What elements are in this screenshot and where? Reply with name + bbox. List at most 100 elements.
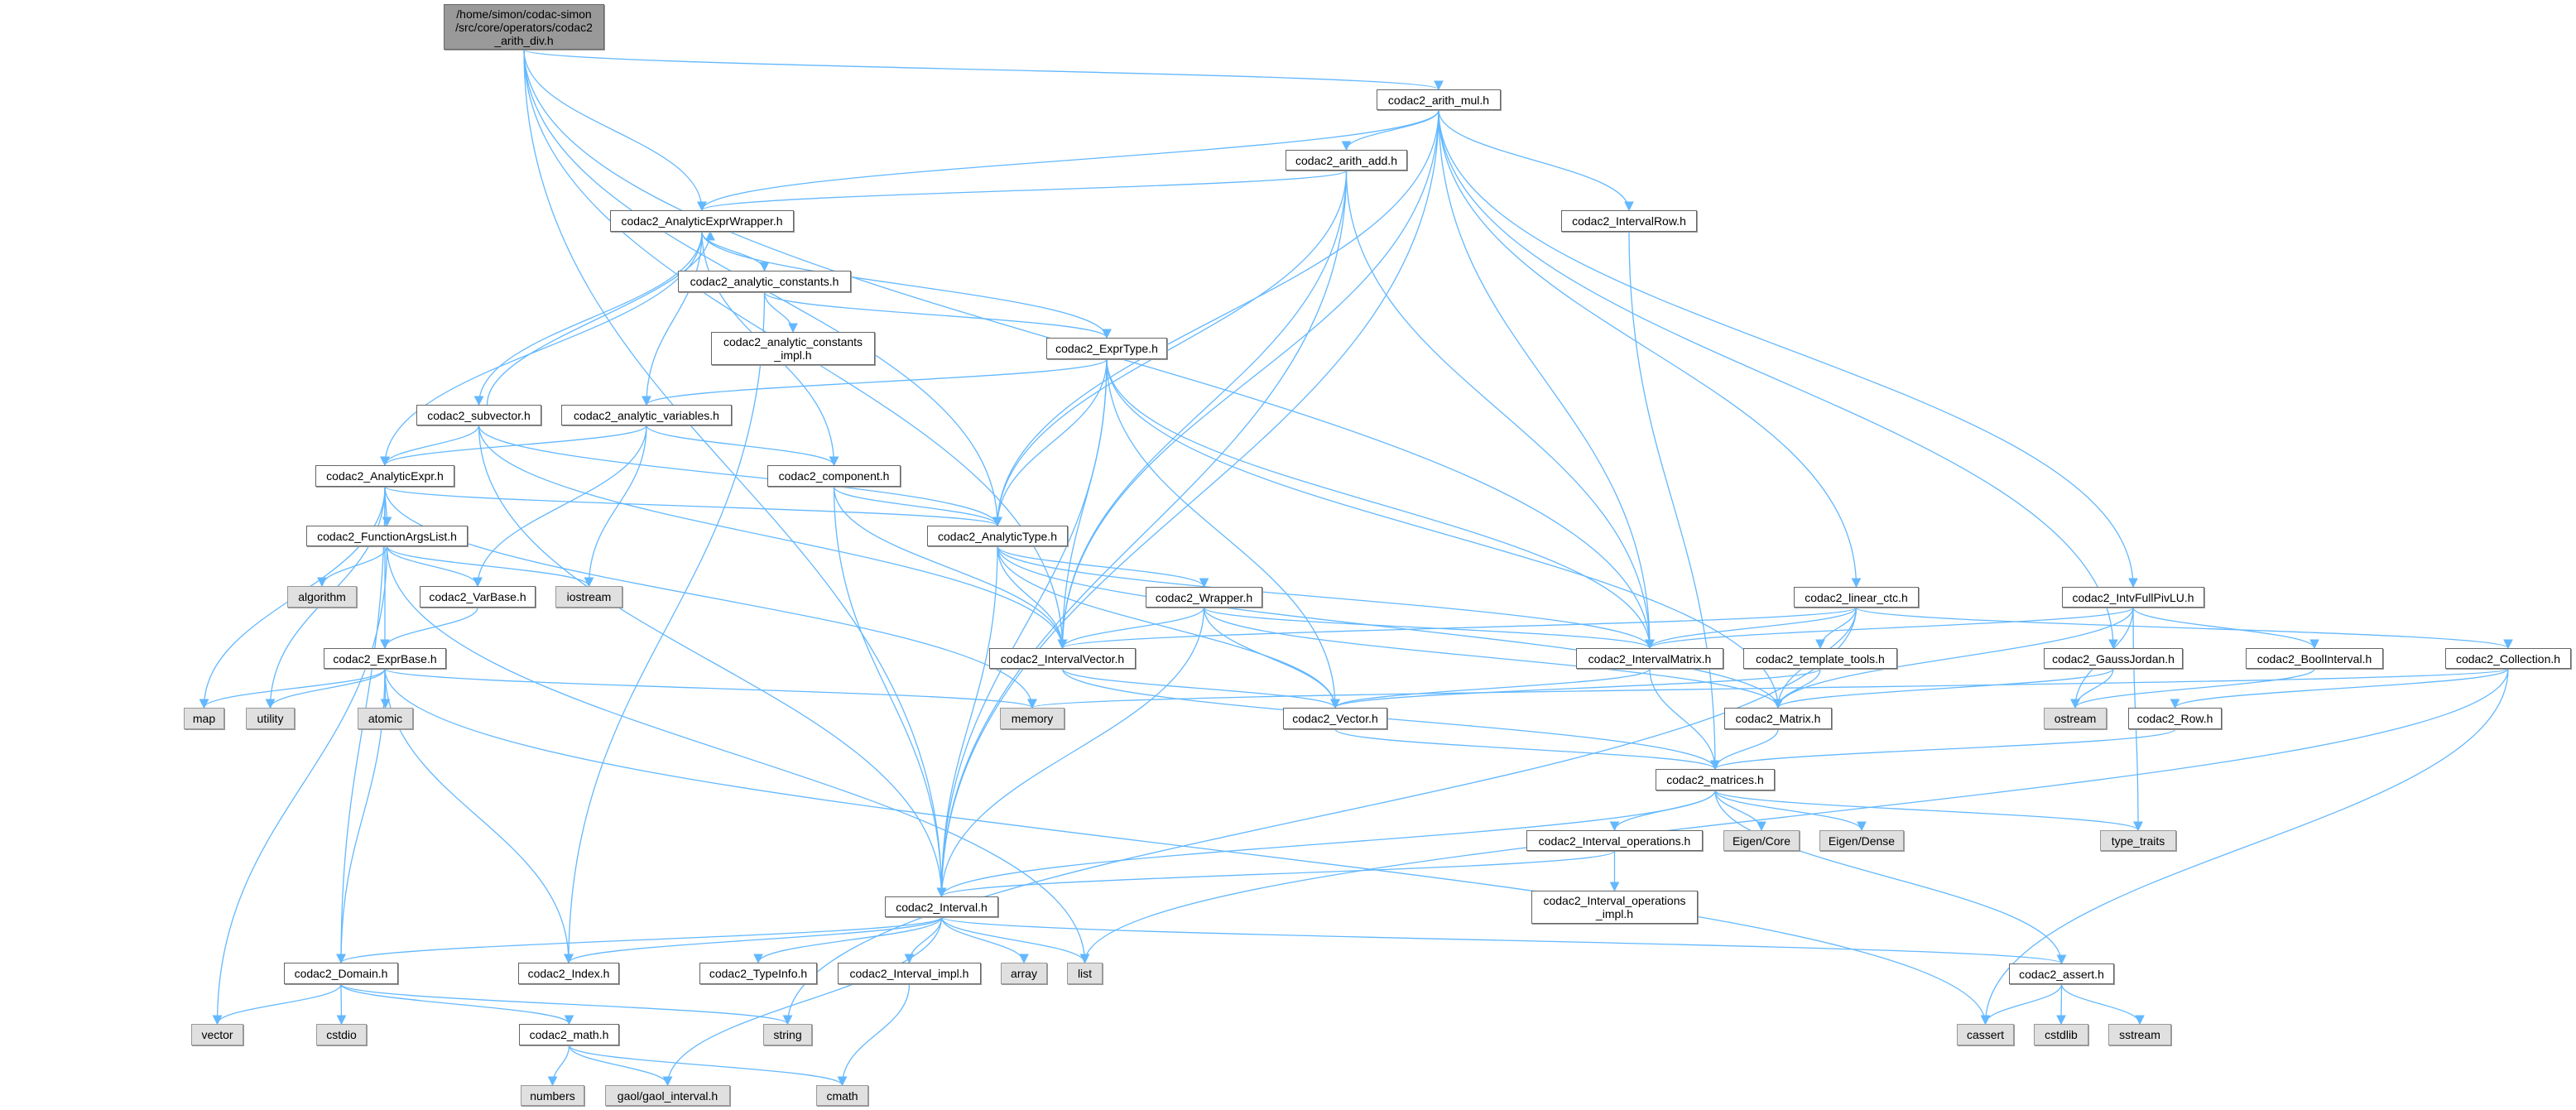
edge-root-to-AEW bbox=[523, 49, 707, 212]
edge-AnalyticType-to-IntervalMatrix bbox=[997, 545, 1655, 650]
node-AnalyticExpr[interactable]: codac2_AnalyticExpr.h bbox=[315, 465, 454, 487]
node-Vector[interactable]: codac2_Vector.h bbox=[1283, 708, 1387, 729]
edge-arith_add-to-AnalyticType bbox=[992, 170, 1348, 527]
edge-subvector-to-IntervalVector bbox=[478, 425, 1068, 650]
node-IntImpl[interactable]: codac2_Interval_impl.h bbox=[838, 963, 981, 984]
node-iostream: iostream bbox=[555, 586, 622, 608]
edge-matrices-to-type_traits bbox=[1714, 790, 2143, 832]
node-IntOps[interactable]: codac2_Interval_operations.h bbox=[1526, 830, 1703, 851]
node-GaussJordan[interactable]: codac2_GaussJordan.h bbox=[2044, 648, 2183, 669]
node-linear_ctc[interactable]: codac2_linear_ctc.h bbox=[1794, 587, 1919, 608]
edge-AnalyticType-to-Interval bbox=[936, 545, 998, 898]
edge-linear_ctc-to-IntervalMatrix bbox=[1645, 607, 1858, 650]
node-VarBase[interactable]: codac2_VarBase.h bbox=[420, 586, 536, 608]
node-a_vars[interactable]: codac2_analytic_variables.h bbox=[561, 405, 732, 425]
edge-component-to-Interval bbox=[833, 486, 947, 898]
edge-Wrapper-to-Vector bbox=[1203, 607, 1340, 709]
edge-Domain-to-cstdio bbox=[336, 983, 347, 1026]
edge-IntervalMatrix-to-Vector bbox=[1330, 668, 1651, 709]
node-a_const[interactable]: codac2_analytic_constants.h bbox=[678, 271, 851, 292]
node-IFPLU[interactable]: codac2_IntvFullPivLU.h bbox=[2062, 587, 2204, 608]
node-assert[interactable]: codac2_assert.h bbox=[2009, 963, 2114, 984]
node-string: string bbox=[763, 1024, 812, 1045]
edge-component-to-AnalyticType bbox=[833, 486, 1002, 527]
edge-Interval-to-list bbox=[940, 916, 1090, 964]
edge-assert-to-cstdlib bbox=[2056, 983, 2066, 1026]
edge-linear_ctc-to-Collection bbox=[1855, 607, 2513, 650]
edge-ExprType-to-AnalyticType bbox=[992, 358, 1108, 527]
node-IntOpsImpl[interactable]: codac2_Interval_operations _impl.h bbox=[1531, 891, 1698, 924]
node-Domain[interactable]: codac2_Domain.h bbox=[284, 963, 398, 984]
edge-FAL-to-iostream bbox=[386, 545, 594, 588]
edge-matrices-to-assert bbox=[1714, 790, 2067, 965]
edge-a_const-to-ExprType bbox=[763, 291, 1112, 339]
edge-linear_ctc-to-string bbox=[782, 607, 1858, 1026]
edge-arith_mul-to-Interval bbox=[936, 109, 1439, 898]
edge-subvector-to-AnalyticExpr bbox=[380, 425, 480, 467]
edge-math-to-gaol bbox=[568, 1045, 673, 1087]
edge-math-to-numbers bbox=[547, 1045, 570, 1087]
edge-AEW-to-subvector bbox=[473, 231, 703, 406]
node-Interval[interactable]: codac2_Interval.h bbox=[885, 896, 998, 917]
edge-matrices-to-Interval bbox=[936, 790, 1716, 898]
node-matrices[interactable]: codac2_matrices.h bbox=[1656, 769, 1775, 790]
node-IntervalVector[interactable]: codac2_IntervalVector.h bbox=[989, 648, 1136, 669]
node-TypeInfo[interactable]: codac2_TypeInfo.h bbox=[699, 963, 817, 984]
node-Row[interactable]: codac2_Row.h bbox=[2128, 708, 2222, 729]
edge-ExprType-to-Matrix bbox=[1106, 358, 1783, 709]
node-BoolInterval[interactable]: codac2_BoolInterval.h bbox=[2246, 648, 2383, 669]
edge-AEW-to-a_const bbox=[701, 231, 770, 272]
node-type_traits: type_traits bbox=[2100, 830, 2176, 851]
edge-BoolInterval-to-ostream bbox=[2070, 668, 2315, 709]
edge-Matrix-to-matrices bbox=[1710, 728, 1779, 771]
edge-arith_add-to-IntervalMatrix bbox=[1345, 170, 1655, 650]
edge-IntervalVector-to-Vector bbox=[1061, 668, 1340, 709]
edge-ExprType-to-Interval bbox=[936, 358, 1108, 898]
node-component[interactable]: codac2_component.h bbox=[767, 465, 901, 487]
node-template_tools[interactable]: codac2_template_tools.h bbox=[1743, 648, 1897, 669]
edge-FAL-to-vector bbox=[212, 545, 388, 1026]
edge-arith_mul-to-linear_ctc bbox=[1438, 109, 1862, 589]
node-a_const_impl[interactable]: codac2_analytic_constants _impl.h bbox=[711, 332, 875, 365]
edge-Interval-to-TypeInfo bbox=[753, 916, 943, 964]
edge-Row-to-matrices bbox=[1710, 728, 2176, 771]
node-ExprType[interactable]: codac2_ExprType.h bbox=[1046, 338, 1167, 359]
node-math[interactable]: codac2_math.h bbox=[519, 1024, 619, 1045]
node-IntervalRow[interactable]: codac2_IntervalRow.h bbox=[1561, 210, 1697, 232]
edge-Collection-to-Row bbox=[2170, 668, 2509, 709]
edge-AEW-to-ExprType bbox=[701, 231, 1112, 339]
node-AnalyticType[interactable]: codac2_AnalyticType.h bbox=[927, 526, 1068, 546]
edge-AnalyticType-to-Vector bbox=[997, 545, 1340, 709]
node-Collection[interactable]: codac2_Collection.h bbox=[2445, 648, 2571, 669]
node-IntervalMatrix[interactable]: codac2_IntervalMatrix.h bbox=[1576, 648, 1723, 669]
edge-AnalyticExpr-to-AnalyticType bbox=[384, 486, 1002, 527]
edge-assert-to-sstream bbox=[2060, 983, 2145, 1026]
node-AEW[interactable]: codac2_AnalyticExprWrapper.h bbox=[610, 210, 794, 232]
edge-FAL-to-algorithm bbox=[317, 545, 388, 588]
node-Matrix[interactable]: codac2_Matrix.h bbox=[1724, 708, 1832, 729]
edge-IFPLU-to-Matrix bbox=[1773, 607, 2134, 709]
node-EigenDense: Eigen/Dense bbox=[1819, 830, 1904, 851]
edge-a_const-to-a_const_impl bbox=[763, 291, 798, 334]
edge-Interval-to-assert bbox=[940, 916, 2066, 965]
node-EigenCore: Eigen/Core bbox=[1723, 830, 1800, 851]
node-Wrapper[interactable]: codac2_Wrapper.h bbox=[1146, 587, 1262, 608]
edge-AEW-to-a_vars bbox=[642, 231, 703, 406]
edge-subvector-to-AnalyticType bbox=[478, 425, 1002, 527]
edge-ExprBase-to-cassert bbox=[384, 668, 1991, 1026]
node-ExprBase[interactable]: codac2_ExprBase.h bbox=[324, 648, 446, 669]
node-cstdio: cstdio bbox=[316, 1024, 367, 1045]
node-Index[interactable]: codac2_Index.h bbox=[518, 963, 619, 984]
node-memory: memory bbox=[1000, 708, 1065, 729]
edge-AnalyticType-to-IntervalVector bbox=[997, 545, 1068, 650]
node-list: list bbox=[1067, 963, 1103, 984]
edge-IntImpl-to-cmath bbox=[837, 983, 911, 1087]
node-root[interactable]: /home/simon/codac-simon /src/core/operat… bbox=[444, 4, 604, 50]
edge-ExprBase-to-map bbox=[199, 668, 386, 709]
node-arith_add[interactable]: codac2_arith_add.h bbox=[1286, 150, 1407, 171]
node-arith_mul[interactable]: codac2_arith_mul.h bbox=[1377, 89, 1501, 110]
node-subvector[interactable]: codac2_subvector.h bbox=[416, 405, 541, 425]
edge-a_vars-to-iostream bbox=[584, 425, 647, 588]
node-FAL[interactable]: codac2_FunctionArgsList.h bbox=[306, 526, 468, 546]
edge-Domain-to-string bbox=[340, 983, 793, 1026]
